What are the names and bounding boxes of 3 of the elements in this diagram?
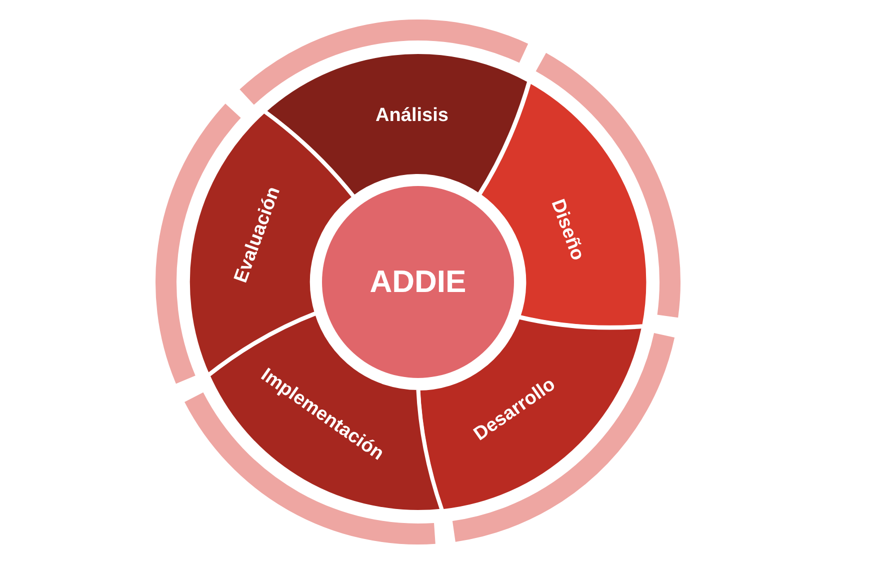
center-title: ADDIE <box>370 264 466 300</box>
segment-label: Diseño <box>546 196 588 264</box>
segment-label: Análisis <box>376 104 448 127</box>
